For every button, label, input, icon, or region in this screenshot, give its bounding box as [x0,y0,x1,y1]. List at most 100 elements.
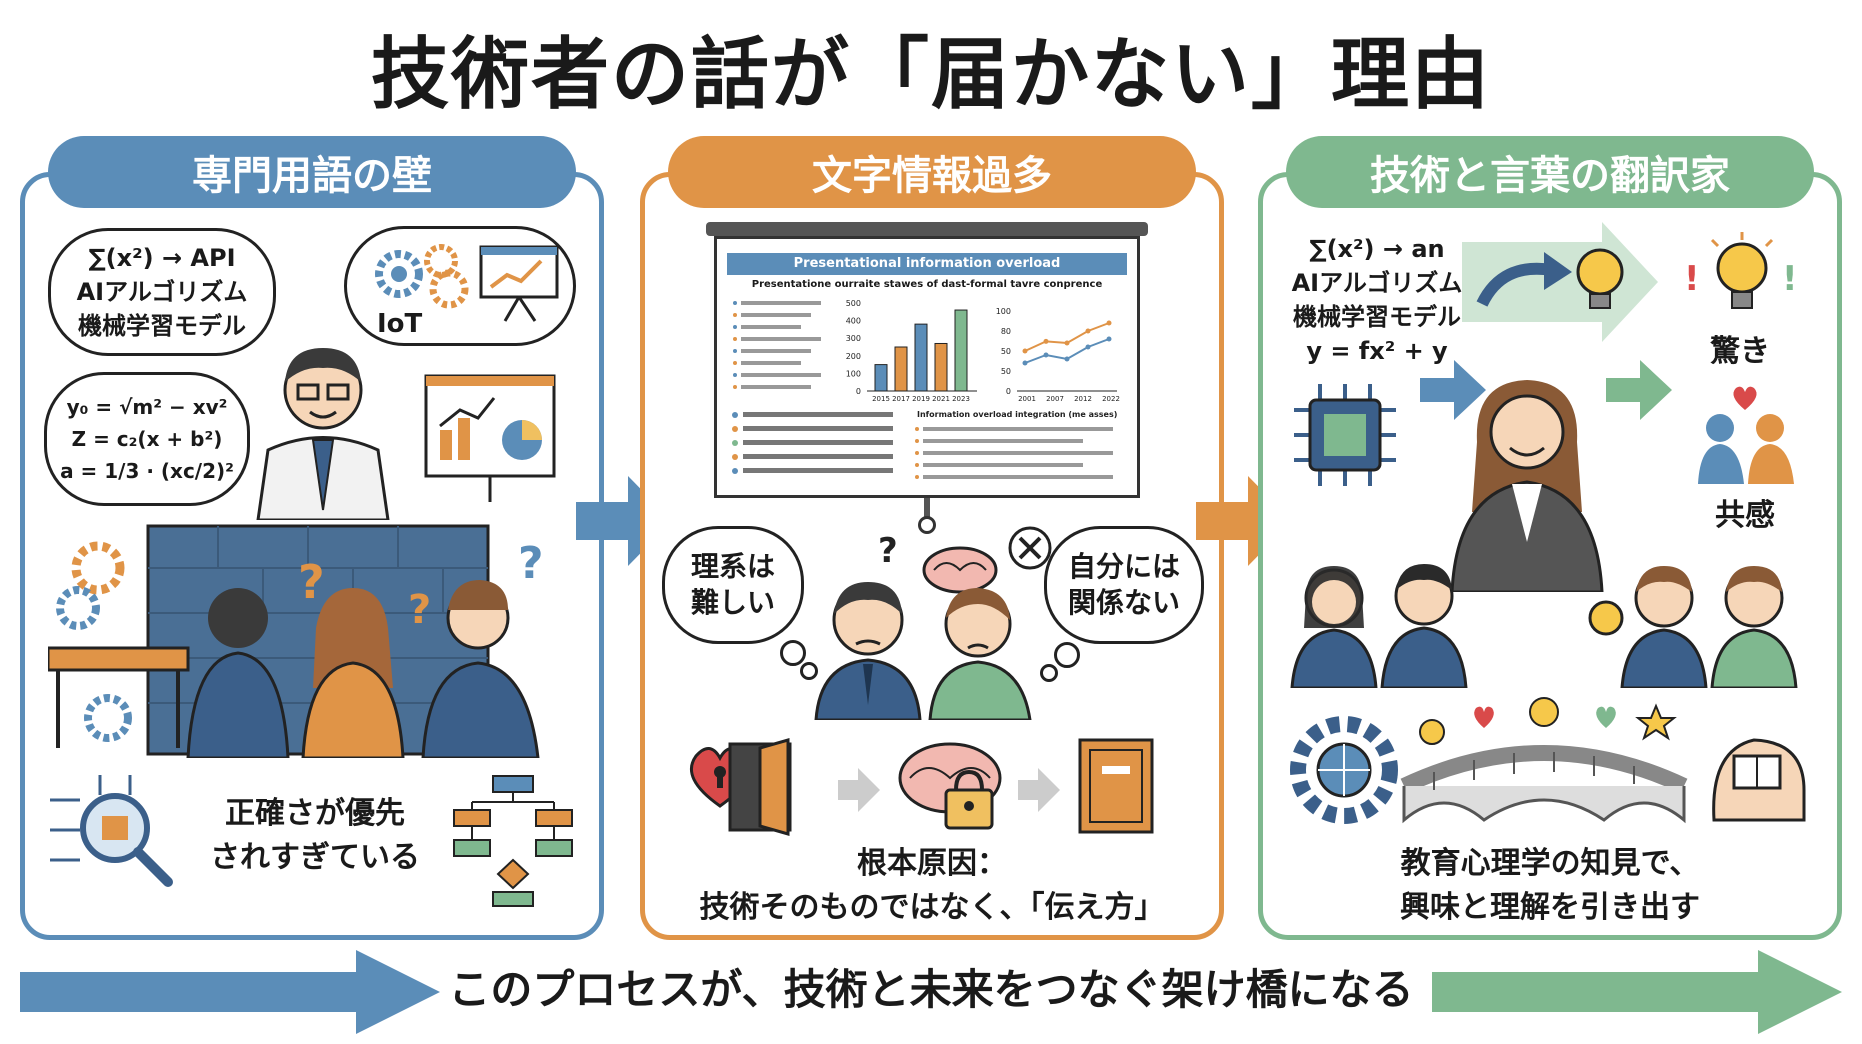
line-year-label: 2012 [1074,395,1092,403]
line-point [1043,352,1049,358]
page-title: 技術者の話が「届かない」理由 [370,30,1491,120]
line-series-a [1024,322,1110,352]
line-axis-tick: 50 [1001,347,1011,356]
line-year-label: 2001 [1018,395,1036,403]
slide-bullet [733,337,737,341]
panel-header-text-overload: 文字情報過多 [668,136,1196,208]
svg-text:?: ? [298,555,325,609]
panel2-caption: 根本原因： 技術そのものではなく、「伝え方」 [660,842,1204,930]
translation-arrow-lightbulb-icon [1462,222,1658,342]
svg-text:!: ! [1782,259,1798,299]
slide-bullet [915,427,919,431]
slide-text-line [741,325,801,329]
thought-line: 難しい [690,586,775,619]
slide-title: Presentational information overload [727,253,1127,275]
slide-bullet [733,325,737,329]
slide-bullet [733,373,737,377]
line-year-label: 2022 [1102,395,1120,403]
slide-text-line [743,440,893,445]
line-point [1022,360,1028,366]
bar [894,346,908,392]
bar [954,309,968,392]
bar-year-label: 2023 [952,395,970,403]
slide-bullet [915,463,919,467]
bar-year-label: 2015 [872,395,890,403]
slide-bullet [732,468,738,474]
panel-header-translator: 技術と言葉の翻訳家 [1286,136,1814,208]
line-point [1106,320,1112,326]
chip-icon [1294,384,1396,486]
slide-text-line [741,337,821,341]
thought-bubble-science-hard: 理系は 難しい [662,526,804,644]
slide-bullet [732,426,738,432]
bar-axis-tick: 100 [846,369,861,378]
projector-knob [918,516,936,534]
line-point [1043,338,1049,344]
caption-line: 興味と理解を引き出す [1400,890,1700,925]
confused-students-illustration [814,582,1032,720]
translator-formula: ∑(x²) → an AIアルゴリズム 機械学習モデル y = fx² + y [1272,232,1482,368]
slide-text-line [741,313,811,317]
slide-text-line [923,427,1113,431]
line-axis-tick: 80 [1001,327,1011,336]
slide-text-line [741,349,811,353]
line-axis-tick: 0 [1006,387,1011,396]
slide-subtitle: Presentatione ourraite stawes of dast-fo… [751,279,1103,290]
thought-line: 自分には [1067,550,1180,583]
speech-bubble-jargon: ∑(x²) → API AIアルゴリズム 機械学習モデル [48,228,276,356]
presentation-board-icon [479,245,559,322]
bridge-illustration [1290,697,1806,824]
bar-axis-tick: 0 [856,387,861,396]
caption-line: 教育心理学の知見で、 [1400,846,1700,881]
slide-text-line [923,475,1113,479]
line-point [1064,356,1070,362]
slide-bullet [733,313,737,317]
svg-text:?: ? [408,587,431,633]
bar-axis-tick: 400 [846,317,861,326]
slide-bullet [732,440,738,446]
thought-bubble-not-relevant: 自分には 関係ない [1044,526,1204,644]
svg-text:!: ! [1684,259,1700,299]
label-surprise: 驚き [1710,334,1770,369]
panel1-caption: 正確さが優先 されすぎている [190,792,440,880]
iot-label: IoT [377,309,423,339]
bottom-arrow-blue [20,950,440,1034]
thought-dot [780,640,806,666]
line-point [1064,340,1070,346]
formula-line: AIアルゴリズム [1291,269,1463,297]
slide-text-line [741,361,801,365]
slide-text-line [923,439,1083,443]
blue-arrow-icon [1420,360,1486,420]
teacher-translator-illustration [1450,380,1604,592]
brain-confusion-icon: ? [878,526,1052,594]
bubble-line: y₀ = √m² − xv² [66,395,228,419]
slide-text-line [741,301,821,305]
engaged-students-illustration [1290,564,1798,688]
caption-line: 根本原因： [857,846,1007,881]
line-point [1106,336,1112,342]
bubble-line: ∑(x²) → API [88,244,236,272]
bottom-message: このプロセスが、技術と未来をつなぐ架け橋になる [448,965,1414,1014]
slide-text-line [743,468,893,473]
slide-text-line [741,373,821,377]
flowchart-icon [453,775,573,907]
line-year-label: 2007 [1046,395,1064,403]
speech-bubble-math: y₀ = √m² − xv² Z = c₂(x + b²) a = 1/3 · … [44,372,250,506]
slide-text-line [923,463,1083,467]
chart-board-icon [424,374,556,502]
projector-stand [924,498,930,520]
gear-icon [375,244,469,309]
slide-bullet [732,454,738,460]
slide-bullet [733,385,737,389]
bar [914,323,928,392]
slide-text-line [743,454,893,459]
empathy-people-icon [1698,386,1794,484]
thought-dot [1054,642,1080,668]
slide-text-line [923,451,1113,455]
bar-axis-tick: 500 [846,299,861,308]
slide-text-line [743,412,893,417]
bar-year-label: 2017 [892,395,910,403]
magnifier-circuit-icon [50,775,173,887]
svg-text:?: ? [878,531,898,571]
